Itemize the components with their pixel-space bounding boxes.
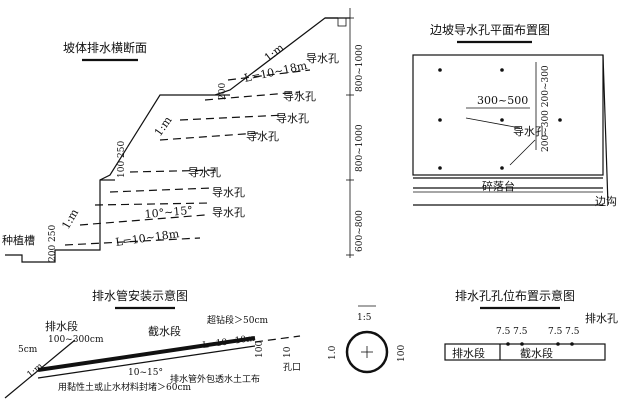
position-hole-label: 排水孔: [585, 311, 618, 325]
position-hole-3: [556, 342, 560, 346]
pipe-angle: 10~15°: [128, 368, 163, 378]
drain-hole-1: [227, 69, 311, 81]
hole-label-1: 导水孔: [306, 52, 339, 65]
pipe-install-panel: 排水管安装示意图 排水段 100~300cm 截水段 超钻段＞50cm 5cm …: [4, 288, 301, 399]
slope-ratio-upper: 1:m: [262, 41, 287, 65]
pipe-seal-note: 用黏性土或止水材料封堵＞60cm: [58, 381, 191, 393]
drain-hole-4: [159, 132, 259, 141]
drain-hole-9: [64, 237, 201, 246]
pipe-five-cm: 5cm: [18, 345, 38, 355]
pipe-dim-100: 100: [397, 345, 407, 362]
vdim-mid: 800~1000: [355, 124, 365, 172]
pipe-drain-section: 排水段: [45, 319, 78, 333]
plan-vspacing: 200~300 200~300: [541, 65, 551, 152]
length-label-top: L=10~18m: [243, 59, 309, 85]
pipe-cross-section-panel: 1:5 1.0 100: [328, 305, 407, 374]
length-label-bottom: L=10~18m: [115, 227, 181, 249]
drain-hole-2: [204, 91, 301, 101]
plan-right-edge: [602, 54, 609, 206]
position-hole-2: [520, 342, 524, 346]
slope-section-panel: 坡体排水横断面 1:m 1:m 1:m L=10~18m L=10~18m 10…: [2, 8, 365, 263]
drain-hole-3: [179, 114, 286, 121]
position-hole-1: [506, 342, 510, 346]
hole-label-3: 导水孔: [276, 112, 309, 125]
top-ditch: [337, 17, 347, 27]
planting-trough-label: 种植槽: [2, 233, 35, 247]
position-spacing-2: 7.5 7.5: [548, 327, 580, 337]
drain-hole-8: [79, 214, 206, 226]
plan-hole-7: [500, 166, 504, 170]
pipe-wrap-note: 排水管外包透水土工布: [170, 373, 260, 385]
pipe-title: 排水管安装示意图: [92, 288, 188, 303]
plan-hole-5: [558, 118, 562, 122]
hole-label-7: 导水孔: [212, 206, 245, 219]
hole-label-4: 导水孔: [246, 130, 279, 143]
hole-label-2: 导水孔: [283, 90, 316, 103]
pipe-body-top: [37, 336, 256, 372]
pipe-over-drill: 超钻段＞50cm: [207, 314, 268, 326]
cross-section-mark: 1:5: [357, 313, 372, 323]
plan-ditch-label: 边沟: [595, 195, 617, 208]
pipe-drain-length: 100~300cm: [48, 335, 104, 345]
plan-hole-2: [500, 68, 504, 72]
position-spacing-1: 7.5 7.5: [496, 327, 528, 337]
position-title: 排水孔孔位布置示意图: [455, 288, 575, 303]
hole-label-5: 导水孔: [188, 166, 221, 179]
slope-ratio-middle: 1:m: [152, 113, 175, 138]
plan-hole-4: [500, 118, 504, 122]
pipe-gap: 100: [255, 341, 265, 358]
hole-label-6: 导水孔: [212, 186, 245, 199]
plan-hole-1: [438, 68, 442, 72]
pipe-gap-r: 10: [283, 346, 293, 358]
drain-hole-5: [129, 169, 221, 173]
pipe-outlet: 孔口: [283, 362, 301, 373]
pipe-cut-section: 截水段: [148, 324, 181, 338]
plan-hole-label: 导水孔: [513, 125, 546, 138]
plan-layout-panel: 边坡导水孔平面布置图 300~500 200~300 200~300 导水孔 碎…: [412, 23, 617, 208]
plan-hspacing: 300~500: [477, 94, 528, 107]
plan-leader-2: [509, 139, 536, 166]
position-hole-4: [570, 342, 574, 346]
pipe-extension: [254, 335, 301, 343]
plan-slope-area: [412, 54, 604, 176]
vdim-top: 800~1000: [355, 44, 365, 92]
plan-hole-6: [438, 166, 442, 170]
hole-position-panel: 排水孔孔位布置示意图 7.5 7.5 7.5 7.5 排水孔 排水段 截水段: [444, 288, 618, 361]
drain-hole-7: [94, 202, 211, 206]
pipe-length: L=10~10m: [202, 334, 256, 351]
section-title: 坡体排水横断面: [63, 40, 147, 55]
position-drain-label: 排水段: [452, 346, 485, 360]
pipe-body-bottom: [37, 345, 256, 379]
pipe-dim-10: 1.0: [328, 345, 338, 360]
slope-ratio-lower: 1:m: [59, 206, 81, 231]
plan-leader-1: [465, 117, 521, 129]
position-cut-label: 截水段: [520, 346, 553, 360]
vdim-bot: 600~800: [355, 210, 365, 252]
position-pipe: [444, 343, 606, 361]
dim-100-250: 100 250: [117, 141, 127, 178]
dim-200: 200: [218, 83, 228, 100]
angle-label: 10°~15°: [144, 204, 193, 221]
drain-hole-6: [109, 187, 213, 193]
plan-platform-label: 碎落台: [482, 179, 515, 193]
pipe-cross-section: [345, 330, 389, 374]
plan-hole-3: [438, 118, 442, 122]
dim-200-250: 200 250: [48, 225, 58, 262]
plan-title: 边坡导水孔平面布置图: [430, 23, 550, 37]
